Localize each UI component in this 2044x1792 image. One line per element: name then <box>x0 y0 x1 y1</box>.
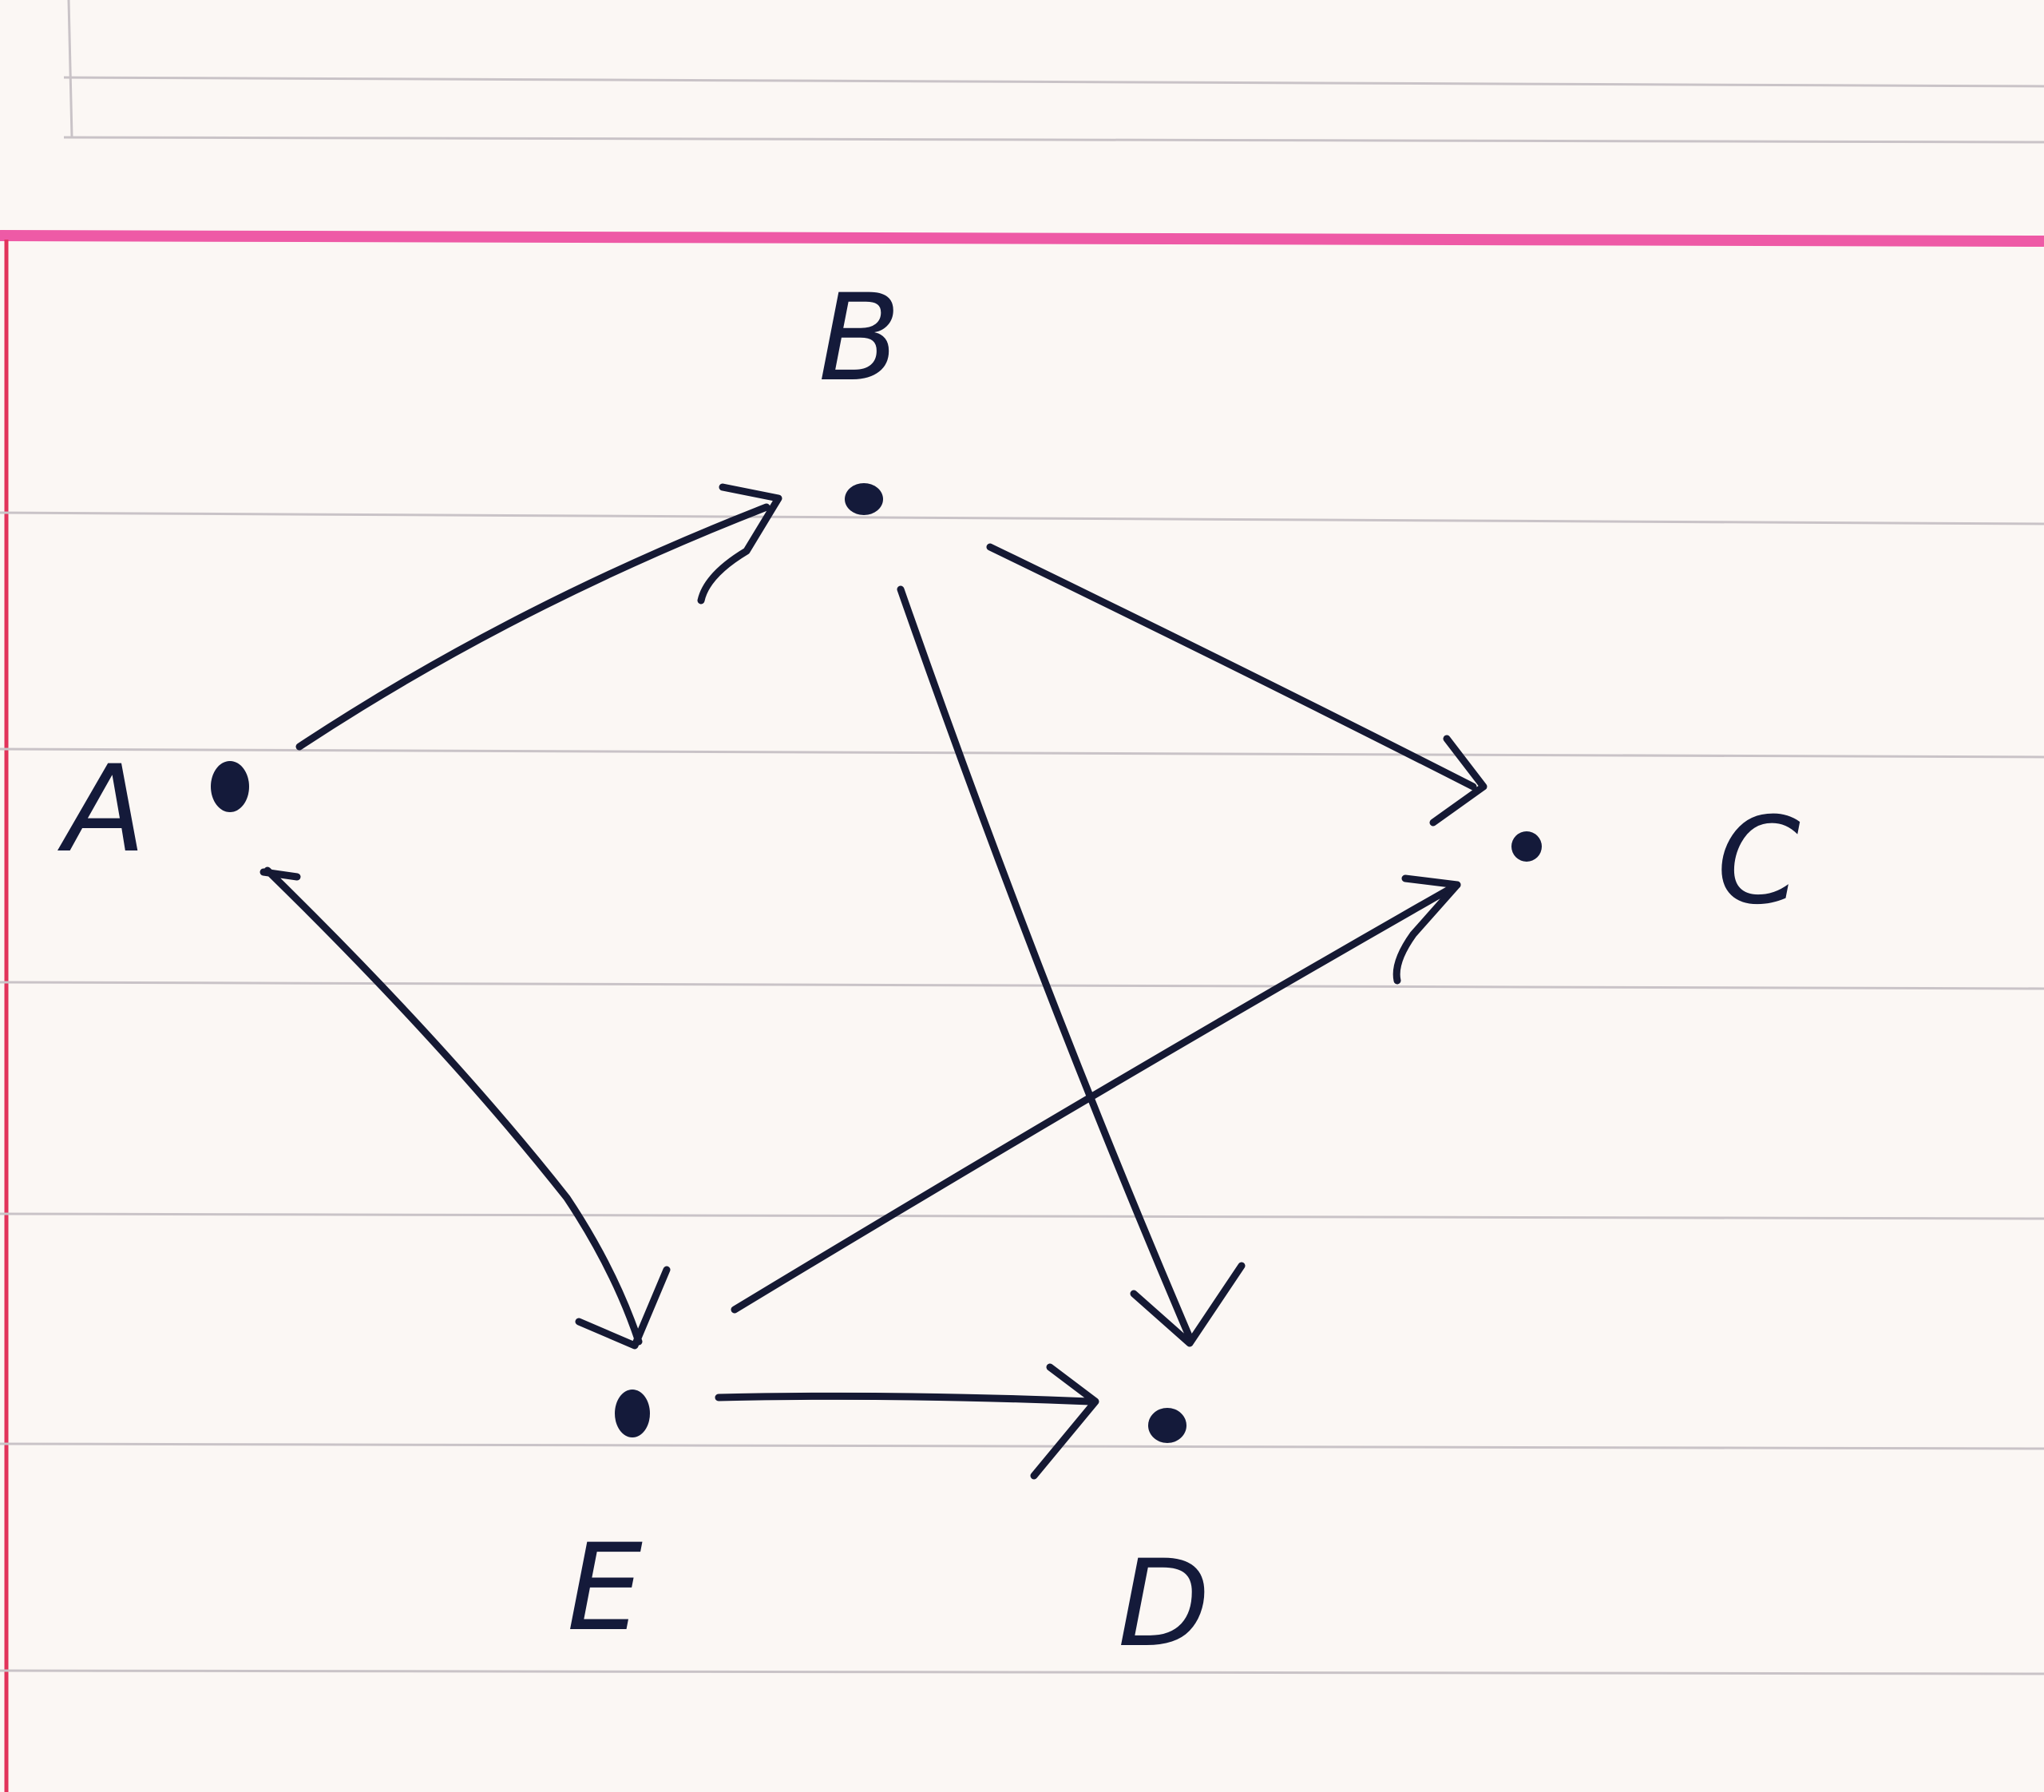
edge-line <box>715 1392 1094 1405</box>
ruled-line <box>0 1442 2044 1450</box>
top-margin-line <box>0 230 2044 247</box>
node-label-c: C <box>1717 792 1800 931</box>
arrowhead <box>697 483 782 605</box>
ruled-line <box>0 747 2044 759</box>
node-labels: A B C D E <box>57 269 1800 1674</box>
edges <box>259 483 1487 1480</box>
edge-e-to-d <box>715 1363 1099 1480</box>
nodes <box>211 483 1542 1443</box>
edge-line <box>731 881 1461 1314</box>
node-label-a: A <box>57 740 146 879</box>
margin-vertical-line <box>67 0 73 138</box>
edge-a-to-b <box>295 483 782 751</box>
ruled-line <box>0 981 2044 990</box>
edge-line <box>986 543 1477 791</box>
node-e <box>615 1390 650 1437</box>
node-label-d: D <box>1118 1535 1210 1674</box>
edge-line <box>295 503 770 751</box>
edge-line <box>263 866 643 1346</box>
edge-a-to-e <box>259 866 671 1350</box>
arrowhead <box>1030 1363 1099 1480</box>
node-label-b: B <box>818 269 901 408</box>
edge-line <box>897 585 1194 1342</box>
node-b <box>845 483 883 515</box>
arrowhead <box>1130 1262 1246 1347</box>
ruled-line <box>63 136 2044 144</box>
edge-e-to-c <box>731 874 1461 1314</box>
node-label-e: E <box>567 1519 643 1658</box>
node-c <box>1511 831 1542 862</box>
tail-mark <box>259 868 301 881</box>
ruled-line <box>0 1212 2044 1220</box>
edge-b-to-c <box>986 543 1487 827</box>
ruled-line <box>63 76 2044 88</box>
ruled-line <box>0 1669 2044 1675</box>
ruled-line <box>0 511 2044 525</box>
edge-b-to-d <box>897 585 1246 1347</box>
arrowhead <box>1429 735 1487 827</box>
node-a <box>211 761 249 812</box>
arrowhead <box>575 1266 671 1350</box>
node-d <box>1148 1408 1186 1443</box>
arrowhead <box>1392 874 1461 985</box>
